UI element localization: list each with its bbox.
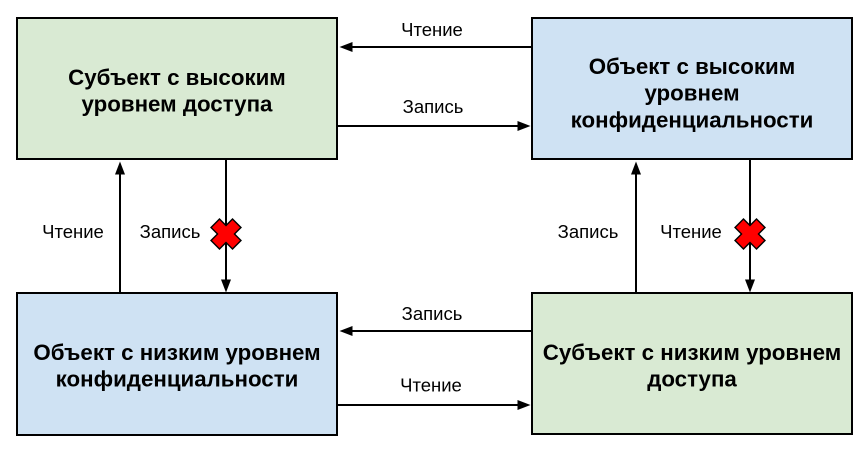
svg-text:Чтение: Чтение: [401, 19, 463, 40]
svg-text:Запись: Запись: [558, 221, 619, 242]
svg-text:Запись: Запись: [403, 96, 464, 117]
svg-text:Чтение: Чтение: [42, 221, 104, 242]
svg-text:Запись: Запись: [140, 221, 201, 242]
svg-text:Чтение: Чтение: [660, 221, 722, 242]
svg-text:Чтение: Чтение: [400, 375, 462, 396]
svg-text:Запись: Запись: [402, 303, 463, 324]
